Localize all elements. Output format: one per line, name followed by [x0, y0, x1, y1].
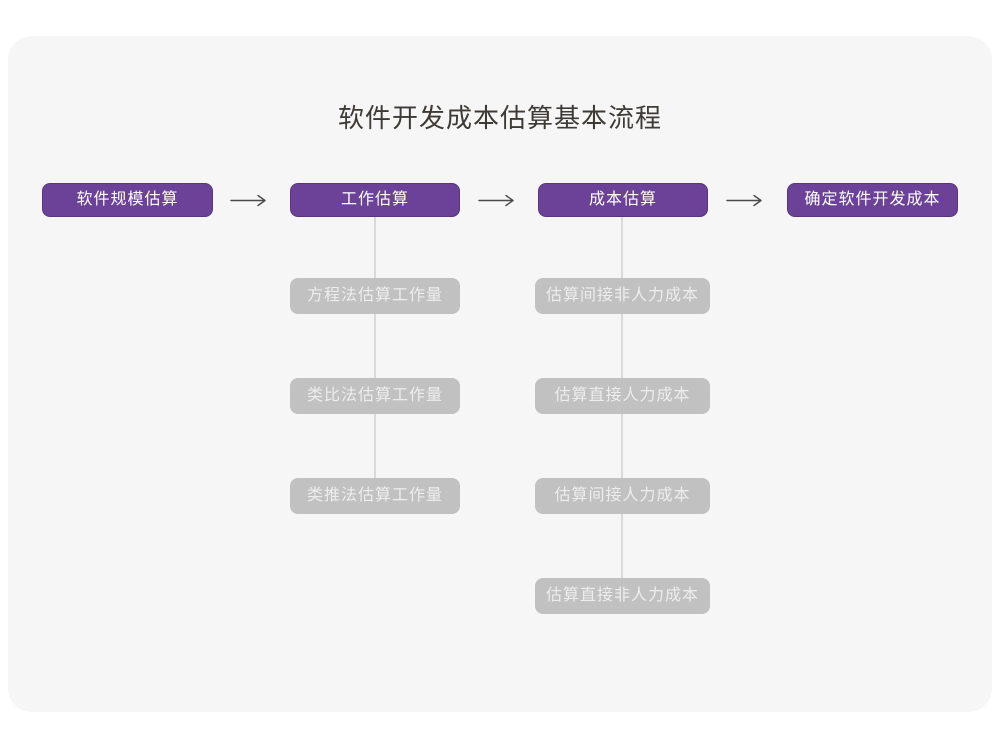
subnode-equation-method: 方程法估算工作量: [290, 278, 460, 314]
subnode-indirect-nonlabor-cost: 估算间接非人力成本: [535, 278, 710, 314]
right-arrow-icon: [726, 194, 766, 207]
subnode-extrapolation-method: 类推法估算工作量: [290, 478, 460, 514]
connector-line-work-estimation: [374, 217, 376, 479]
diagram-canvas: [8, 36, 992, 712]
diagram-title: 软件开发成本估算基本流程: [337, 103, 662, 133]
right-arrow-icon: [230, 194, 270, 207]
flow-node-work-estimation: 工作估算: [290, 183, 460, 217]
subnode-analogy-method: 类比法估算工作量: [290, 378, 460, 414]
subnode-direct-labor-cost: 估算直接人力成本: [535, 378, 710, 414]
flow-node-cost-estimation: 成本估算: [538, 183, 708, 217]
subnode-indirect-labor-cost: 估算间接人力成本: [535, 478, 710, 514]
right-arrow-icon: [478, 194, 518, 207]
flow-node-software-scale-estimation: 软件规模估算: [42, 183, 213, 217]
subnode-direct-nonlabor-cost: 估算直接非人力成本: [535, 578, 710, 614]
flow-node-determine-development-cost: 确定软件开发成本: [787, 183, 958, 217]
